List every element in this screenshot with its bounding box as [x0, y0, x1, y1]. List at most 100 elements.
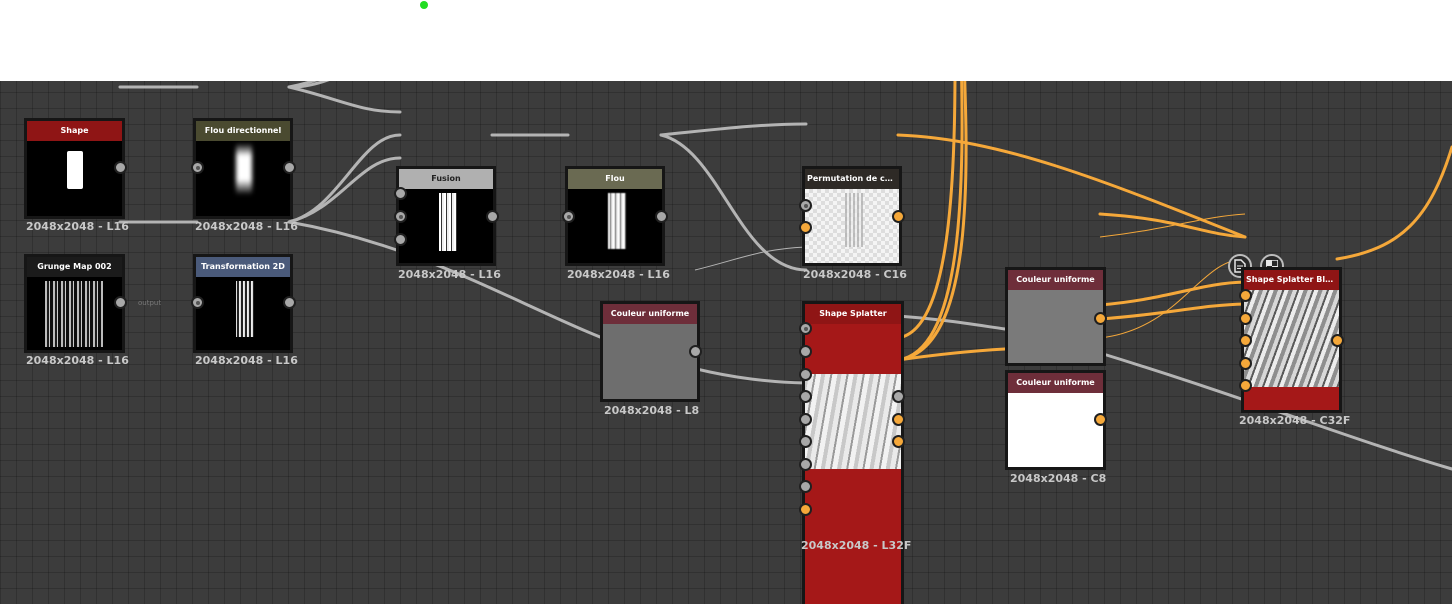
input-port[interactable] — [799, 368, 812, 381]
input-port[interactable] — [1239, 379, 1252, 392]
node-couleur-uniforme-2[interactable]: Couleur uniforme — [1005, 267, 1106, 366]
wire — [659, 122, 808, 137]
document-icon[interactable] — [1228, 254, 1252, 278]
input-port[interactable] — [562, 210, 575, 223]
node-resolution: 2048x2048 - L16 — [195, 354, 298, 367]
node-resolution: 2048x2048 - L8 — [604, 404, 700, 417]
input-port[interactable] — [799, 322, 812, 335]
node-title: Couleur uniforme — [1008, 373, 1103, 393]
node-thumbnail — [1008, 393, 1103, 467]
output-port[interactable] — [655, 210, 668, 223]
output-port[interactable] — [689, 345, 702, 358]
input-port[interactable] — [1239, 357, 1252, 370]
output-port[interactable] — [114, 296, 127, 309]
wire — [287, 81, 330, 89]
node-couleur-uniforme-3[interactable]: Couleur uniforme — [1005, 370, 1106, 470]
output-port[interactable] — [1094, 413, 1107, 426]
node-couleur-uniforme[interactable]: Couleur uniforme — [600, 301, 700, 402]
output-port[interactable] — [892, 413, 905, 426]
input-port[interactable] — [799, 503, 812, 516]
node-fusion[interactable]: Fusion — [396, 166, 496, 266]
output-port[interactable] — [283, 296, 296, 309]
node-thumbnail — [805, 189, 899, 263]
input-port[interactable] — [799, 480, 812, 493]
wire — [1098, 302, 1247, 321]
node-resolution: 2048x2048 - L16 — [195, 220, 298, 233]
wire — [1098, 280, 1247, 307]
node-thumbnail — [196, 141, 290, 216]
node-thumbnail — [196, 277, 290, 350]
output-port[interactable] — [283, 161, 296, 174]
wire — [896, 81, 964, 362]
node-title: Shape — [27, 121, 122, 141]
wire — [287, 133, 402, 224]
top-toolbar-area — [0, 0, 1452, 81]
wire — [1099, 213, 1246, 238]
node-title: Couleur uniforme — [1008, 270, 1103, 290]
node-transformation-2d[interactable]: Transformation 2D — [193, 254, 293, 353]
node-shape[interactable]: Shape — [24, 118, 125, 219]
output-port[interactable] — [892, 390, 905, 403]
wire — [896, 347, 1007, 362]
node-resolution: 2048x2048 - L16 — [567, 268, 670, 281]
input-port[interactable] — [394, 187, 407, 200]
input-port[interactable] — [799, 221, 812, 234]
input-port[interactable] — [799, 458, 812, 471]
node-title: Shape Splatter Blend C... — [1244, 270, 1339, 290]
node-resolution: 2048x2048 - L16 — [26, 220, 129, 233]
output-port[interactable] — [892, 435, 905, 448]
status-indicator-dot — [420, 1, 428, 9]
output-port[interactable] — [1094, 312, 1107, 325]
node-thumbnail — [1244, 290, 1339, 410]
node-shape-splatter[interactable]: Shape Splatter — [802, 301, 904, 604]
input-port[interactable] — [1239, 312, 1252, 325]
node-title: Fusion — [399, 169, 493, 189]
wire — [659, 133, 808, 272]
wire — [896, 133, 1247, 239]
node-thumbnail — [1008, 290, 1103, 363]
connection-wires — [118, 81, 1452, 471]
input-port[interactable] — [191, 161, 204, 174]
node-grunge-map[interactable]: Grunge Map 002 — [24, 254, 125, 353]
output-port[interactable] — [486, 210, 499, 223]
node-thumbnail — [399, 189, 493, 263]
output-port[interactable] — [892, 210, 905, 223]
node-title: Grunge Map 002 — [27, 257, 122, 277]
node-resolution: 2048x2048 - C32F — [1239, 414, 1351, 427]
node-title: Transformation 2D — [196, 257, 290, 277]
input-port[interactable] — [394, 233, 407, 246]
node-flou-directionnel[interactable]: Flou directionnel — [193, 118, 293, 219]
wire — [287, 81, 318, 89]
input-port[interactable] — [799, 413, 812, 426]
node-shape-splatter-blend[interactable]: Shape Splatter Blend C... — [1241, 267, 1342, 413]
wire — [1098, 351, 1452, 471]
wire — [287, 220, 808, 385]
output-label: output — [138, 299, 162, 307]
node-resolution: 2048x2048 - C8 — [1010, 472, 1107, 485]
node-flou[interactable]: Flou — [565, 166, 665, 266]
graph-canvas[interactable]: Shape 2048x2048 - L16 Flou directionnel … — [0, 81, 1452, 604]
input-port[interactable] — [799, 390, 812, 403]
wire — [896, 314, 1007, 331]
wire — [287, 156, 402, 224]
wire — [1098, 212, 1247, 239]
output-port[interactable] — [114, 161, 127, 174]
node-title: Flou — [568, 169, 662, 189]
input-port[interactable] — [799, 435, 812, 448]
input-port[interactable] — [799, 345, 812, 358]
node-thumbnail — [27, 277, 122, 350]
wire — [1099, 258, 1246, 339]
input-port[interactable] — [394, 210, 407, 223]
node-title: Flou directionnel — [196, 121, 290, 141]
node-title: Permutation de canaux — [805, 169, 899, 189]
input-port[interactable] — [1239, 334, 1252, 347]
wire — [896, 81, 968, 362]
node-permutation-canaux[interactable]: Permutation de canaux — [802, 166, 902, 266]
input-port[interactable] — [191, 296, 204, 309]
wire — [1335, 145, 1452, 261]
output-port[interactable] — [1331, 334, 1344, 347]
node-title: Shape Splatter — [805, 304, 901, 324]
wire — [896, 81, 957, 340]
input-port[interactable] — [799, 199, 812, 212]
input-port[interactable] — [1239, 289, 1252, 302]
